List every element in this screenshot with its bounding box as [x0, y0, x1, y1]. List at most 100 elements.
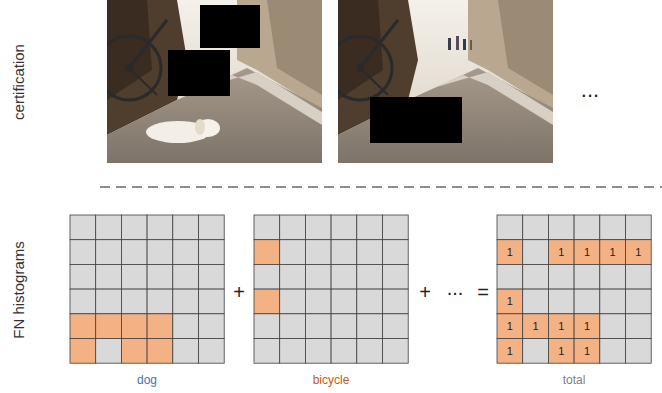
histogram-cell	[305, 289, 331, 314]
histogram-cell	[383, 339, 409, 364]
histogram-cell	[626, 264, 652, 289]
histogram-cell	[70, 289, 96, 314]
histogram-cell	[254, 314, 280, 339]
histogram-cell	[383, 215, 409, 240]
cell-count: 1	[507, 296, 513, 307]
histogram-cell	[497, 215, 523, 240]
histogram-cell	[280, 264, 306, 289]
histogram-cell	[600, 264, 626, 289]
histogram-cell	[96, 215, 122, 240]
histogram-cell	[574, 339, 600, 364]
histogram-cell	[121, 264, 147, 289]
histogram-cell	[70, 314, 96, 339]
cell-count: 1	[584, 345, 590, 356]
histogram-cell	[173, 264, 199, 289]
histogram-cell	[280, 215, 306, 240]
histogram-cell	[383, 314, 409, 339]
histogram-cell	[280, 339, 306, 364]
histogram-cell	[199, 314, 225, 339]
histogram-cell	[574, 215, 600, 240]
histogram-cell	[523, 289, 549, 314]
grid-caption: total	[563, 374, 586, 386]
histogram-cell	[96, 339, 122, 364]
histogram-cell	[523, 240, 549, 265]
histogram-grid	[70, 215, 224, 363]
histogram-cell	[147, 289, 173, 314]
histogram-cell	[574, 264, 600, 289]
histogram-cell	[121, 339, 147, 364]
histogram-cell	[254, 240, 280, 265]
histogram-cell	[626, 339, 652, 364]
histogram-cell	[199, 240, 225, 265]
histogram-cell	[280, 240, 306, 265]
cell-count: 1	[507, 321, 513, 332]
cell-count: 1	[584, 247, 590, 258]
histogram-cell	[173, 339, 199, 364]
row-title: FN histograms	[11, 241, 26, 339]
histogram-cell	[305, 314, 331, 339]
histogram-cell	[357, 314, 383, 339]
histogram-cell	[383, 264, 409, 289]
histogram-cell	[574, 240, 600, 265]
photo	[107, 0, 322, 163]
histogram-cell	[548, 339, 574, 364]
separator	[100, 186, 662, 188]
histogram-cell	[121, 314, 147, 339]
histogram-cell	[70, 264, 96, 289]
cell-count: 1	[610, 247, 616, 258]
histogram-cell	[626, 289, 652, 314]
histogram-cell	[331, 240, 357, 265]
histogram-cell	[173, 289, 199, 314]
histogram-cell	[96, 314, 122, 339]
cell-count: 1	[507, 247, 513, 258]
histogram-cell	[548, 289, 574, 314]
histogram-cell	[147, 240, 173, 265]
histogram-cell	[574, 289, 600, 314]
histogram-cell	[331, 215, 357, 240]
histogram-cell	[497, 240, 523, 265]
histogram-cell	[497, 289, 523, 314]
histogram-cell	[147, 314, 173, 339]
histogram-cell	[548, 264, 574, 289]
cell-count: 1	[635, 247, 641, 258]
histogram-cell	[70, 339, 96, 364]
grid-caption: dog	[137, 374, 157, 386]
histogram-cell	[548, 314, 574, 339]
histogram-grid	[497, 215, 651, 363]
row-title: certification	[11, 44, 26, 120]
histogram-cell	[254, 339, 280, 364]
cell-count: 1	[532, 321, 538, 332]
histograms	[70, 215, 651, 363]
histogram-cell	[497, 264, 523, 289]
histogram-cell	[147, 339, 173, 364]
histogram-cell	[626, 240, 652, 265]
histogram-cell	[199, 215, 225, 240]
histogram-cell	[331, 314, 357, 339]
grid-caption: bicycle	[313, 374, 350, 386]
histogram-cell	[497, 314, 523, 339]
histogram-cell	[523, 215, 549, 240]
histogram-cell	[173, 314, 199, 339]
operator: +	[419, 282, 431, 302]
cell-count: 1	[584, 321, 590, 332]
histogram-cell	[383, 289, 409, 314]
cell-count: 1	[558, 345, 564, 356]
histogram-cell	[305, 264, 331, 289]
histogram-cell	[357, 264, 383, 289]
histogram-cell	[331, 339, 357, 364]
histogram-cell	[331, 289, 357, 314]
ellipsis: ...	[581, 79, 599, 101]
histogram-cell	[331, 264, 357, 289]
histogram-cell	[357, 289, 383, 314]
histogram-cell	[280, 314, 306, 339]
histogram-cell	[305, 215, 331, 240]
histogram-cell	[523, 264, 549, 289]
histogram-cell	[626, 215, 652, 240]
histogram-cell	[121, 289, 147, 314]
histogram-cell	[96, 289, 122, 314]
histogram-cell	[280, 289, 306, 314]
histogram-cell	[147, 215, 173, 240]
histogram-cell	[305, 339, 331, 364]
